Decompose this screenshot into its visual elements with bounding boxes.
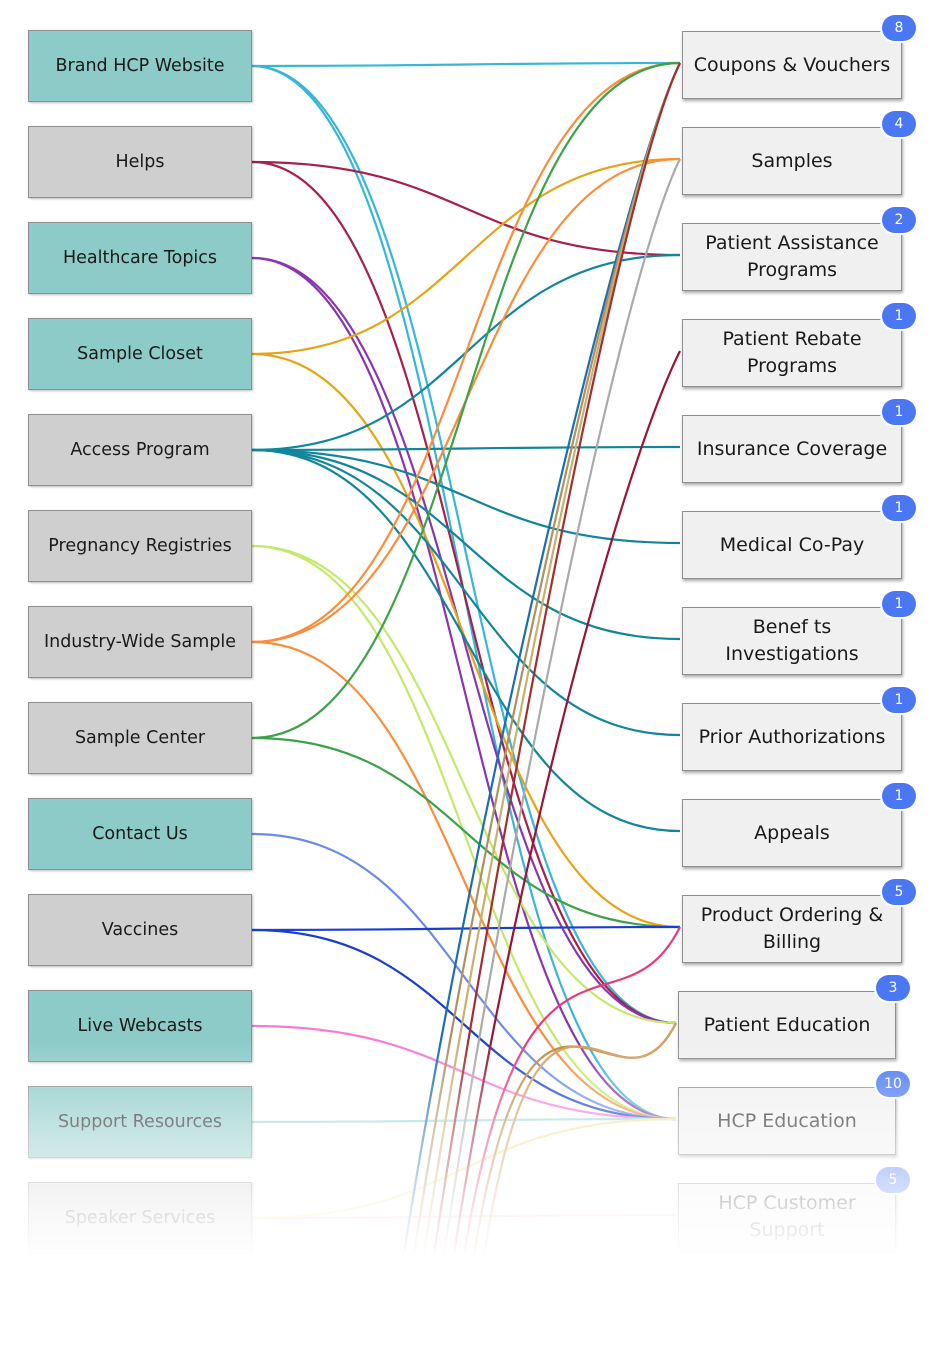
target-node-label: Prior Authorizations — [698, 725, 886, 748]
count-badge: 5 — [876, 1167, 910, 1193]
count-badge: 4 — [882, 111, 916, 137]
connection-line — [251, 61, 681, 740]
target-node-label: Coupons & Vouchers — [693, 53, 891, 76]
target-node-label: HCP Education — [717, 1109, 857, 1132]
source-node-label: Sample Closet — [77, 344, 203, 364]
count-badge: 3 — [876, 975, 910, 1001]
source-node-label: Healthcare Topics — [62, 248, 218, 268]
source-node-label: Contact Us — [92, 824, 188, 844]
connection-line — [251, 448, 681, 737]
target-node-patient-education[interactable]: Patient Education — [678, 991, 896, 1059]
connection-line — [251, 157, 681, 356]
target-node-insurance-coverage[interactable]: Insurance Coverage — [682, 415, 902, 483]
target-node-medical-co-pay[interactable]: Medical Co-Pay — [682, 511, 902, 579]
connection-line — [251, 61, 681, 68]
connection-line — [251, 925, 681, 932]
count-badge: 1 — [882, 783, 916, 809]
target-node-label: Patient Education — [703, 1013, 871, 1036]
count-badge: 1 — [882, 591, 916, 617]
connection-line — [398, 62, 681, 1281]
source-node-pregnancy-registries[interactable]: Pregnancy Registries — [28, 510, 252, 582]
target-node-label: Samples — [751, 149, 833, 172]
count-badge: 1 — [882, 399, 916, 425]
target-node-coupons-vouchers[interactable]: Coupons & Vouchers — [682, 31, 902, 99]
source-node-speaker-services[interactable]: Speaker Services — [28, 1182, 252, 1254]
target-node-label: Product Ordering &Billing — [700, 904, 884, 953]
connection-line — [251, 445, 681, 452]
connection-line — [251, 160, 681, 257]
source-node-label: Sample Center — [74, 728, 206, 748]
connection-line — [251, 448, 681, 833]
connection-line — [428, 62, 681, 1281]
source-node-label: Industry-Wide Sample — [43, 632, 237, 652]
target-node-product-ordering-billing[interactable]: Product Ordering &Billing — [682, 895, 902, 963]
source-node-sample-center[interactable]: Sample Center — [28, 702, 252, 774]
target-node-appeals[interactable]: Appeals — [682, 799, 902, 867]
target-node-label: Insurance Coverage — [696, 437, 888, 460]
source-node-label: Support Resources — [57, 1112, 223, 1132]
count-badge: 1 — [882, 687, 916, 713]
connection-line — [458, 926, 681, 1281]
source-node-label: Live Webcasts — [77, 1016, 203, 1036]
connection-line — [251, 736, 681, 929]
source-node-label: Helps — [115, 152, 165, 172]
source-node-vaccines[interactable]: Vaccines — [28, 894, 252, 966]
source-node-label: Vaccines — [101, 920, 179, 940]
target-node-samples[interactable]: Samples — [682, 127, 902, 195]
connection-line — [251, 256, 677, 1025]
source-node-live-webcasts[interactable]: Live Webcasts — [28, 990, 252, 1062]
connection-line — [251, 64, 677, 1025]
source-node-healthcare-topics[interactable]: Healthcare Topics — [28, 222, 252, 294]
source-node-label: Pregnancy Registries — [48, 536, 232, 556]
connection-line — [251, 832, 677, 1121]
connection-line — [251, 61, 681, 644]
source-node-brand-hcp-website[interactable]: Brand HCP Website — [28, 30, 252, 102]
source-node-support-resources[interactable]: Support Resources — [28, 1086, 252, 1158]
source-node-label: Speaker Services — [64, 1208, 216, 1228]
source-node-sample-closet[interactable]: Sample Closet — [28, 318, 252, 390]
source-node-helps[interactable]: Helps — [28, 126, 252, 198]
count-badge: 10 — [876, 1071, 910, 1097]
connection-line — [251, 544, 677, 1025]
target-node-prior-authorizations[interactable]: Prior Authorizations — [682, 703, 902, 771]
connection-line — [251, 640, 677, 1121]
connection-line — [251, 160, 677, 1025]
source-node-label: Brand HCP Website — [55, 56, 225, 76]
target-node-label: Medical Co-Pay — [719, 533, 865, 556]
target-node-hcp-education[interactable]: HCP Education — [678, 1087, 896, 1155]
count-badge: 1 — [882, 495, 916, 521]
target-node-label: Appeals — [754, 821, 830, 844]
source-node-industry-wide-sample[interactable]: Industry-Wide Sample — [28, 606, 252, 678]
connection-line — [251, 448, 681, 545]
count-badge: 5 — [882, 879, 916, 905]
source-node-label: Access Program — [70, 440, 210, 460]
count-badge: 8 — [882, 15, 916, 41]
source-node-contact-us[interactable]: Contact Us — [28, 798, 252, 870]
source-node-access-program[interactable]: Access Program — [28, 414, 252, 486]
count-badge: 2 — [882, 207, 916, 233]
count-badge: 1 — [882, 303, 916, 329]
connection-line — [251, 448, 681, 641]
